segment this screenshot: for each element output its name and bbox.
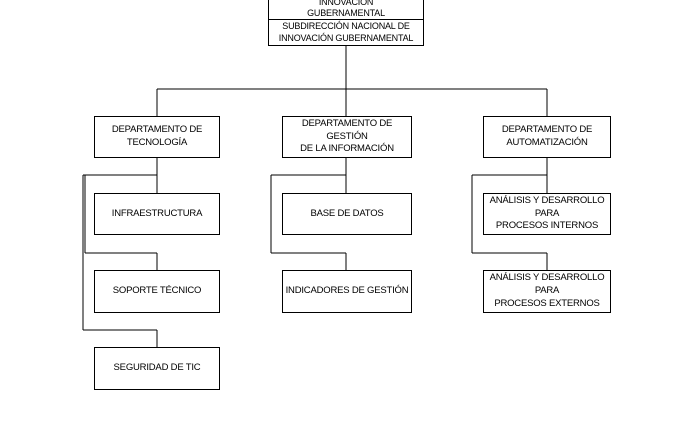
node-label: SOPORTE TÉCNICO [112,285,202,297]
node-indicadores-gestion: INDICADORES DE GESTIÓN [282,270,412,313]
node-label: DEPARTAMENTO DE GESTIÓN DE LA INFORMACIÓ… [300,117,394,155]
node-label: ANÁLISIS Y DESARROLLO PARA PROCESOS EXTE… [489,272,605,309]
node-label: BASE DE DATOS [310,207,384,219]
node-base-de-datos: BASE DE DATOS [282,193,412,235]
node-subdireccion-nacional: SUBDIRECCIÓN NACIONAL DE INNOVACIÓN GUBE… [268,19,424,46]
node-infraestructura: INFRAESTRUCTURA [94,193,220,235]
node-label: DIRECCIÓN NACIONAL DE INNOVACIÓN GUBERNA… [307,0,385,18]
node-direccion-nacional: DIRECCIÓN NACIONAL DE INNOVACIÓN GUBERNA… [268,0,424,20]
node-label: SUBDIRECCIÓN NACIONAL DE INNOVACIÓN GUBE… [278,21,414,43]
node-label: DEPARTAMENTO DE TECNOLOGÍA [111,124,203,148]
node-procesos-externos: ANÁLISIS Y DESARROLLO PARA PROCESOS EXTE… [483,270,611,313]
node-seguridad-tic: SEGURIDAD DE TIC [94,347,220,390]
node-soporte-tecnico: SOPORTE TÉCNICO [94,270,220,313]
node-procesos-internos: ANÁLISIS Y DESARROLLO PARA PROCESOS INTE… [483,193,611,235]
node-label: ANÁLISIS Y DESARROLLO PARA PROCESOS INTE… [489,194,605,232]
node-label: INFRAESTRUCTURA [111,207,203,219]
node-label: DEPARTAMENTO DE AUTOMATIZACIÓN [501,124,593,148]
node-label: INDICADORES DE GESTIÓN [285,285,409,297]
node-departamento-automatizacion: DEPARTAMENTO DE AUTOMATIZACIÓN [483,116,611,158]
node-label: SEGURIDAD DE TIC [113,362,201,374]
node-departamento-gestion-informacion: DEPARTAMENTO DE GESTIÓN DE LA INFORMACIÓ… [282,116,412,158]
node-departamento-tecnologia: DEPARTAMENTO DE TECNOLOGÍA [94,116,220,158]
